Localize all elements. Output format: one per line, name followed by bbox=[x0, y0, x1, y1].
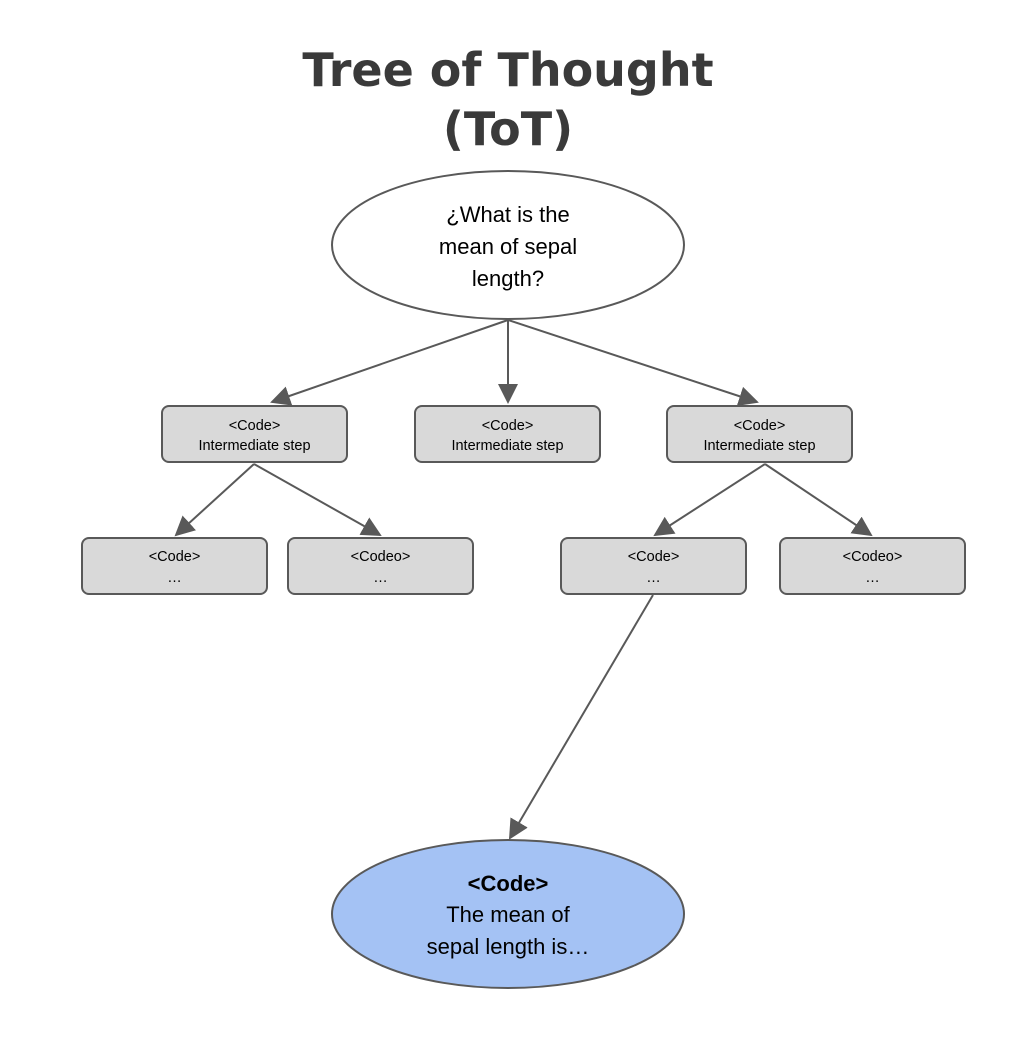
leaf-2-code-label: <Codeo> bbox=[351, 549, 411, 565]
leaf-box-4 bbox=[779, 537, 966, 595]
step-1-code-label: <Code> bbox=[229, 418, 281, 434]
title-line-2: (ToT) bbox=[443, 102, 573, 156]
leaf-1-code-label: <Code> bbox=[149, 549, 201, 565]
leaf-node-3: <Code> … bbox=[560, 537, 747, 595]
leaf-box-3 bbox=[560, 537, 747, 595]
answer-code-label: <Code> bbox=[468, 871, 549, 896]
root-line-3: length? bbox=[472, 266, 544, 291]
edge-root-to-step-3 bbox=[507, 319, 759, 406]
leaf-node-2: <Codeo> … bbox=[287, 537, 474, 595]
answer-node: <Code> The mean of sepal length is… bbox=[331, 839, 685, 989]
leaf-1-ellipsis: … bbox=[167, 570, 182, 586]
step-box-3 bbox=[666, 405, 853, 463]
root-line-1: ¿What is the bbox=[446, 202, 569, 227]
step-box-1 bbox=[161, 405, 348, 463]
leaf-3-ellipsis: … bbox=[646, 570, 661, 586]
intermediate-step-node-3: <Code> Intermediate step bbox=[666, 405, 853, 463]
edge-step-3-to-leaf-3 bbox=[653, 463, 766, 537]
answer-line-2: sepal length is… bbox=[427, 934, 590, 959]
root-line-2: mean of sepal bbox=[439, 234, 577, 259]
intermediate-step-node-2: <Code> Intermediate step bbox=[414, 405, 601, 463]
step-2-label: Intermediate step bbox=[451, 438, 563, 454]
answer-line-1: The mean of bbox=[446, 902, 570, 927]
root-ellipse bbox=[331, 170, 685, 320]
edge-root-to-step-1 bbox=[270, 319, 509, 406]
step-3-label: Intermediate step bbox=[703, 438, 815, 454]
step-2-code-label: <Code> bbox=[482, 418, 534, 434]
edge-step-1-to-leaf-1 bbox=[174, 463, 255, 537]
leaf-node-4: <Codeo> … bbox=[779, 537, 966, 595]
edges bbox=[174, 319, 873, 840]
leaf-node-1: <Code> … bbox=[81, 537, 268, 595]
answer-ellipse bbox=[331, 839, 685, 989]
leaf-box-1 bbox=[81, 537, 268, 595]
leaf-box-2 bbox=[287, 537, 474, 595]
diagram-title: Tree of Thought (ToT) bbox=[302, 43, 713, 156]
leaf-4-ellipsis: … bbox=[865, 570, 880, 586]
leaf-4-code-label: <Codeo> bbox=[843, 549, 903, 565]
step-box-2 bbox=[414, 405, 601, 463]
edge-leaf-3-to-answer bbox=[508, 594, 654, 840]
leaf-3-code-label: <Code> bbox=[628, 549, 680, 565]
leaf-2-ellipsis: … bbox=[373, 570, 388, 586]
step-1-label: Intermediate step bbox=[198, 438, 310, 454]
edge-step-1-to-leaf-2 bbox=[253, 463, 382, 536]
step-3-code-label: <Code> bbox=[734, 418, 786, 434]
root-question-node: ¿What is the mean of sepal length? bbox=[331, 170, 685, 320]
intermediate-step-node-1: <Code> Intermediate step bbox=[161, 405, 348, 463]
edge-step-3-to-leaf-4 bbox=[764, 463, 873, 537]
title-line-1: Tree of Thought bbox=[302, 43, 713, 97]
